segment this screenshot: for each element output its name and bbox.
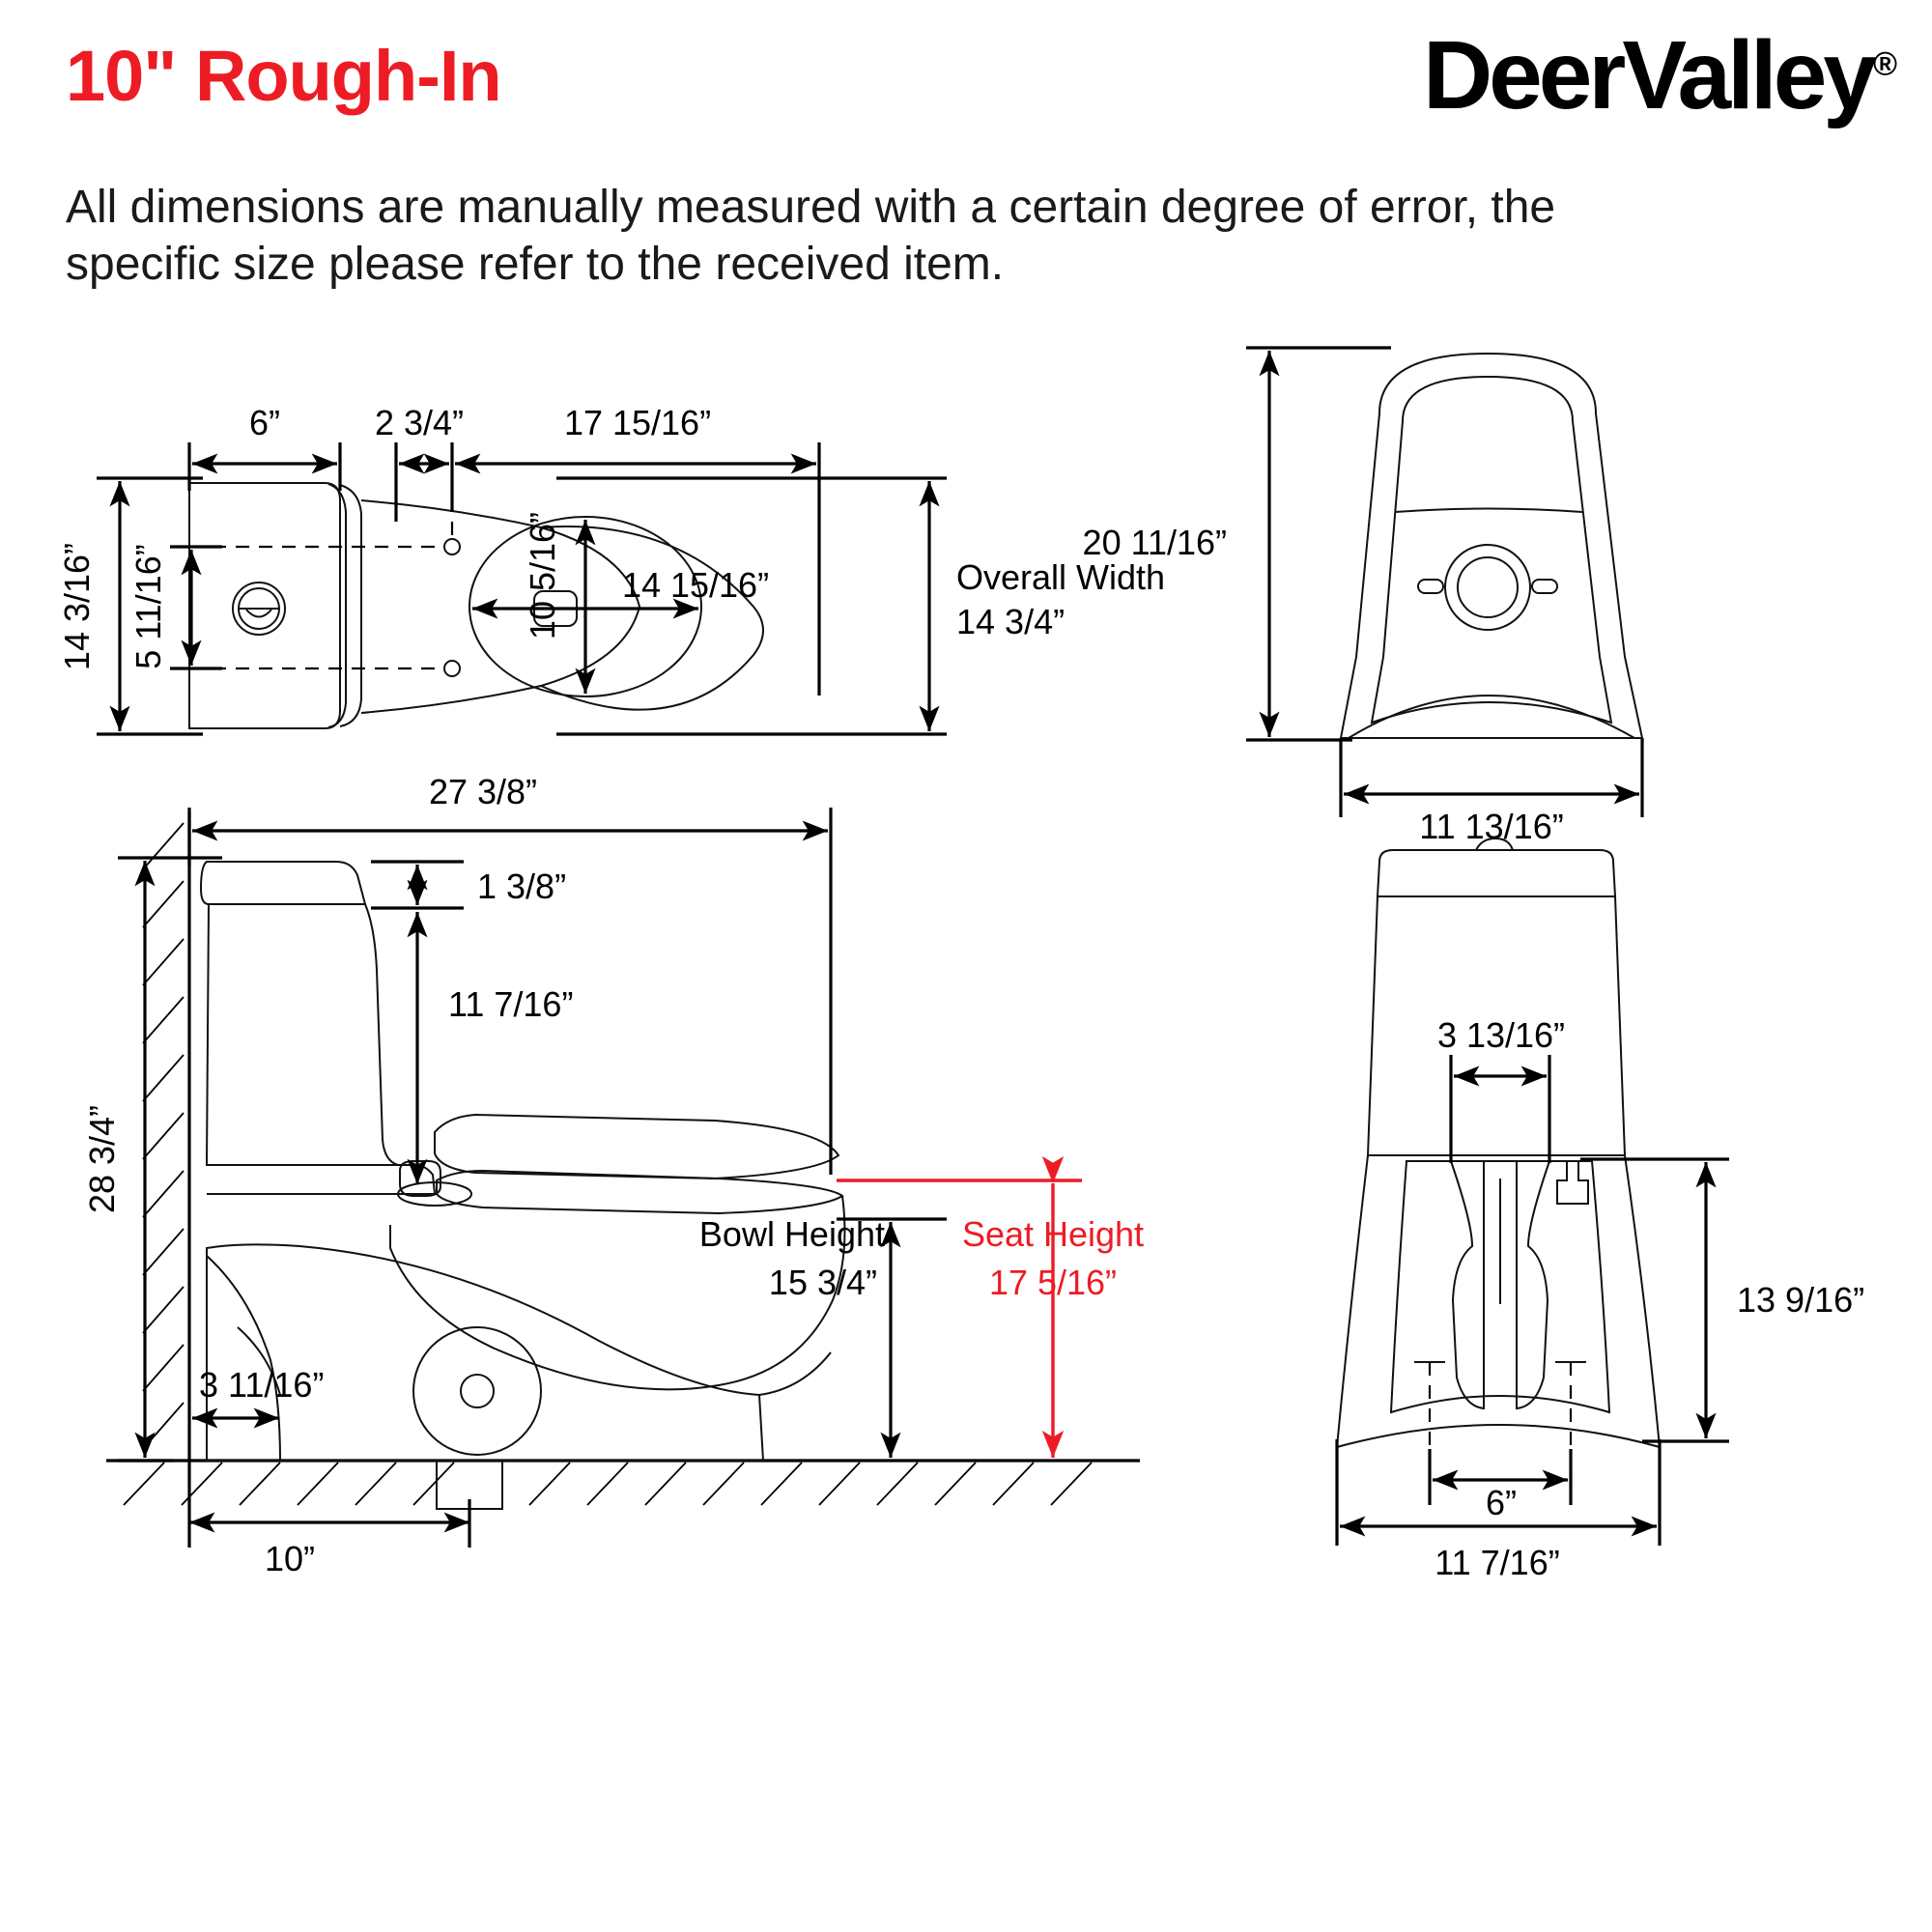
- side-view-skirt-detail-2: [237, 1326, 281, 1396]
- dim-text-tank-to-bolt: 2 3/4”: [375, 403, 464, 442]
- dim-text-tank-depth: 6”: [249, 403, 280, 442]
- top-view-tank-lid-edge: [327, 483, 347, 728]
- dim-text-bowl-height-label: Bowl Height: [699, 1214, 885, 1254]
- dim-text-bowl-opening-length: 14 15/16”: [622, 565, 769, 605]
- front-view-tank-split-line: [1394, 507, 1583, 513]
- dim-text-bolt-spread: 5 11/16”: [128, 544, 168, 668]
- front-left-slot-icon: [1417, 579, 1444, 594]
- side-view-group: 27 3/8” 1 3/8” 11 7/16” 28 3/4” 3 11/16”…: [82, 772, 1144, 1578]
- dim-text-bowl-height-value: 15 3/4”: [769, 1263, 877, 1302]
- page-title: 10" Rough-In: [66, 36, 502, 116]
- dim-text-overall-width-value: 14 3/4”: [956, 602, 1065, 641]
- dim-text-tank-width: 14 3/16”: [57, 543, 97, 670]
- top-view-bowl-rim-outer: [538, 526, 764, 711]
- dim-text-seat-height-value: 17 5/16”: [989, 1263, 1117, 1302]
- side-view-tank-lid: [199, 861, 367, 905]
- rear-view-trapway: [1450, 1160, 1485, 1410]
- dim-text-rear-bolt-spread: 6”: [1486, 1483, 1517, 1522]
- top-view-bowl-shoulder-bottom: [360, 685, 542, 714]
- rear-view-base-inner-panel: [1389, 1160, 1611, 1414]
- rear-view-base-outline: [1335, 1154, 1662, 1449]
- dim-text-front-height: 20 11/16”: [1083, 523, 1227, 562]
- mounting-hole-top: [443, 538, 461, 555]
- dim-text-rough-in: 10”: [265, 1539, 315, 1578]
- dim-text-seat-height-label: Seat Height: [962, 1214, 1144, 1254]
- rear-view-supply-notch: [1556, 1161, 1589, 1205]
- brand-logo: DeerValley®: [1423, 27, 1897, 124]
- mounting-hole-bottom: [443, 660, 461, 677]
- dim-text-base-height: 13 9/16”: [1737, 1280, 1864, 1320]
- dim-text-bolt-to-front: 17 15/16”: [564, 403, 711, 442]
- header: 10" Rough-In DeerValley® All dimensions …: [0, 0, 1932, 348]
- dim-text-tank-body-height: 11 7/16”: [448, 984, 573, 1024]
- side-view-tank-body: [205, 903, 399, 1166]
- front-flush-button-inner-icon: [1457, 556, 1519, 618]
- rear-view-group: 3 13/16” 13 9/16” 6” 11 7/16”: [1335, 837, 1864, 1582]
- top-view-tank-back-edge: [339, 484, 362, 727]
- front-view-outline: [1339, 352, 1644, 739]
- dim-text-trapway-width: 3 13/16”: [1437, 1015, 1565, 1055]
- floor-hatching: [123, 1462, 1093, 1506]
- dim-text-overall-height: 28 3/4”: [82, 1105, 122, 1213]
- dim-text-lid-thickness: 1 3/8”: [477, 867, 566, 906]
- dim-text-front-width: 11 13/16”: [1419, 807, 1563, 846]
- side-view-bowl: [389, 1195, 846, 1391]
- drawings-container: 6” 2 3/4” 17 15/16” 14 3/16” 5 11/16” 10…: [0, 328, 1932, 1932]
- side-view-seat-lid: [434, 1113, 840, 1180]
- rear-view-tank-lid: [1376, 849, 1617, 897]
- side-view-access-cap-inner-icon: [460, 1374, 495, 1408]
- flush-button-split-icon: [239, 608, 279, 618]
- side-view-base: [206, 1243, 765, 1462]
- side-view-access-cap-outer-icon: [412, 1326, 542, 1456]
- top-view-tank-outline: [188, 482, 341, 729]
- top-view-bowl-opening: [469, 516, 702, 697]
- dim-text-bowl-opening-width: 10 5/16”: [523, 512, 562, 639]
- wall-hatching: [142, 822, 185, 1450]
- side-view-hinge-bolt-icon: [397, 1181, 472, 1207]
- front-view-base-curve: [1348, 695, 1635, 739]
- side-view-base-right: [758, 1351, 832, 1396]
- rear-view-lid-knob-icon: [1475, 837, 1514, 851]
- disclaimer-text: All dimensions are manually measured wit…: [66, 182, 1556, 290]
- brand-name: DeerValley: [1422, 21, 1877, 129]
- flush-button-outer-icon: [232, 582, 286, 636]
- front-view-group: 20 11/16” 11 13/16”: [1083, 346, 1644, 846]
- technical-drawing-svg: 6” 2 3/4” 17 15/16” 14 3/16” 5 11/16” 10…: [57, 346, 1864, 1582]
- dim-text-overall-width-label: Overall Width: [956, 557, 1165, 597]
- top-view-group: 6” 2 3/4” 17 15/16” 14 3/16” 5 11/16” 10…: [57, 403, 1165, 736]
- dim-text-rear-base-width: 11 7/16”: [1435, 1543, 1559, 1582]
- side-view-skirt-detail: [206, 1255, 281, 1462]
- front-view-inner-outline: [1370, 375, 1613, 724]
- dim-text-overall-depth: 27 3/8”: [429, 772, 537, 811]
- dim-text-wall-to-tank: 3 11/16”: [199, 1365, 324, 1405]
- front-right-slot-icon: [1531, 579, 1558, 594]
- front-flush-button-outer-icon: [1444, 544, 1531, 631]
- registered-trademark-icon: ®: [1872, 45, 1897, 83]
- rear-view-trapway-right: [1516, 1160, 1550, 1410]
